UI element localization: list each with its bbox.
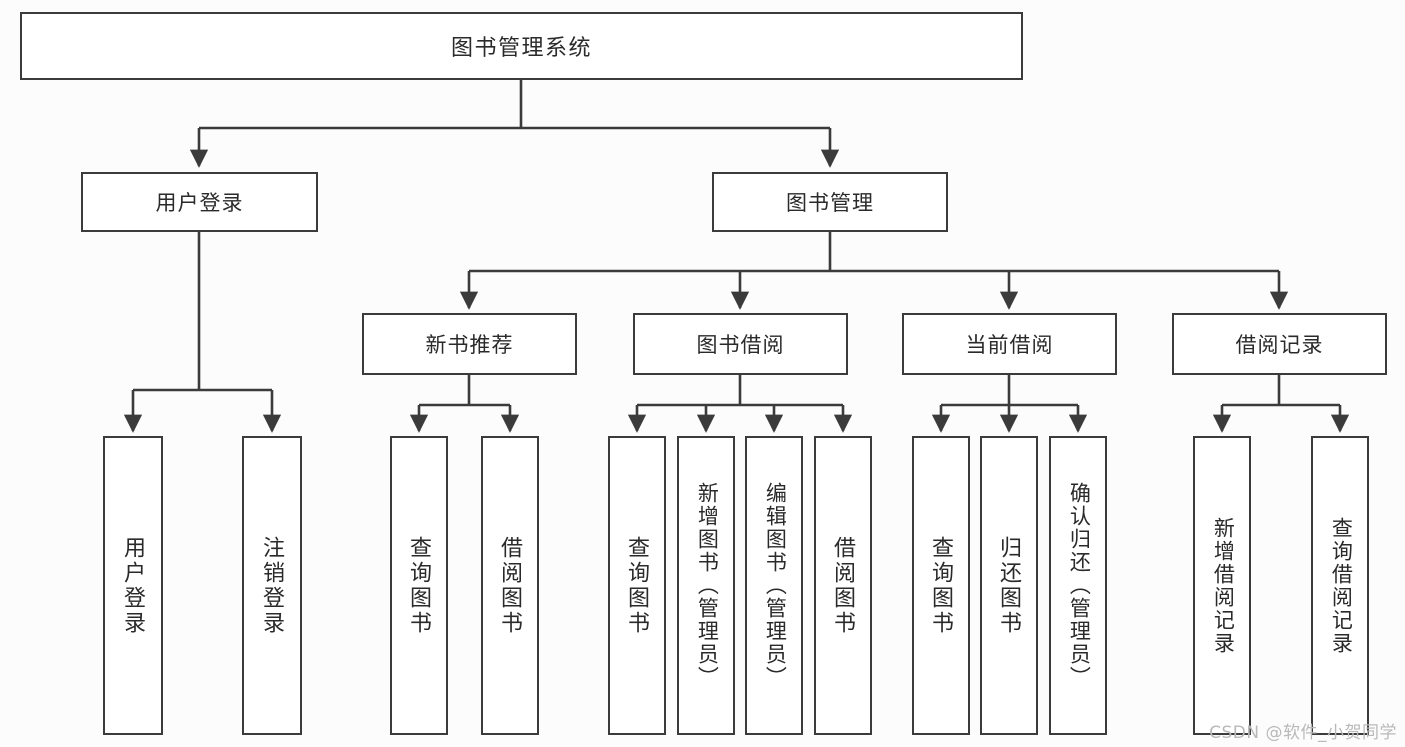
leaf-book-borrow-add[interactable]: 新增图书（管理员） <box>677 436 735 735</box>
leaf-book-borrow-borrow[interactable]: 借阅图书 <box>814 436 872 735</box>
leaf-label: 确认归还（管理员） <box>1067 482 1091 689</box>
node-root-label: 图书管理系统 <box>450 35 592 60</box>
node-user-login[interactable]: 用户登录 <box>81 172 318 232</box>
leaf-label: 借阅图书 <box>830 535 856 636</box>
leaf-label: 用户登录 <box>120 535 146 636</box>
leaf-label: 查询图书 <box>624 535 650 636</box>
leaf-user-login-signout[interactable]: 注销登录 <box>242 436 302 735</box>
node-book-borrow-label: 图书借阅 <box>696 334 785 357</box>
leaf-book-borrow-edit[interactable]: 编辑图书（管理员） <box>745 436 803 735</box>
node-borrow-record-label: 借阅记录 <box>1235 334 1324 357</box>
leaf-label: 查询图书 <box>406 535 432 636</box>
leaf-label: 归还图书 <box>996 535 1022 636</box>
leaf-label: 新增图书（管理员） <box>695 482 719 689</box>
leaf-user-login-signin[interactable]: 用户登录 <box>103 436 163 735</box>
leaf-book-borrow-query[interactable]: 查询图书 <box>608 436 666 735</box>
leaf-label: 查询借阅记录 <box>1329 516 1353 655</box>
node-new-book-recommend-label: 新书推荐 <box>425 334 514 357</box>
csdn-watermark: CSDN @软件_小贺同学 <box>1209 723 1397 743</box>
node-book-borrow[interactable]: 图书借阅 <box>633 313 848 375</box>
leaf-current-borrow-query[interactable]: 查询图书 <box>912 436 970 735</box>
node-new-book-recommend[interactable]: 新书推荐 <box>362 313 577 375</box>
node-current-borrow-label: 当前借阅 <box>965 334 1054 357</box>
node-borrow-record[interactable]: 借阅记录 <box>1172 313 1387 375</box>
leaf-label: 注销登录 <box>259 535 285 636</box>
leaf-current-borrow-confirm-return[interactable]: 确认归还（管理员） <box>1049 436 1107 735</box>
leaf-borrow-record-add[interactable]: 新增借阅记录 <box>1193 436 1251 735</box>
leaf-label: 借阅图书 <box>497 535 523 636</box>
leaf-label: 查询图书 <box>928 535 954 636</box>
node-book-management[interactable]: 图书管理 <box>712 172 948 232</box>
node-current-borrow[interactable]: 当前借阅 <box>902 313 1117 375</box>
leaf-borrow-record-query[interactable]: 查询借阅记录 <box>1311 436 1369 735</box>
node-book-management-label: 图书管理 <box>786 192 874 215</box>
leaf-label: 编辑图书（管理员） <box>763 482 787 689</box>
node-user-login-label: 用户登录 <box>155 192 244 215</box>
node-root-system[interactable]: 图书管理系统 <box>20 12 1023 80</box>
leaf-label: 新增借阅记录 <box>1211 516 1235 655</box>
leaf-new-book-query[interactable]: 查询图书 <box>390 436 448 735</box>
leaf-new-book-borrow[interactable]: 借阅图书 <box>481 436 539 735</box>
leaf-current-borrow-return[interactable]: 归还图书 <box>980 436 1038 735</box>
